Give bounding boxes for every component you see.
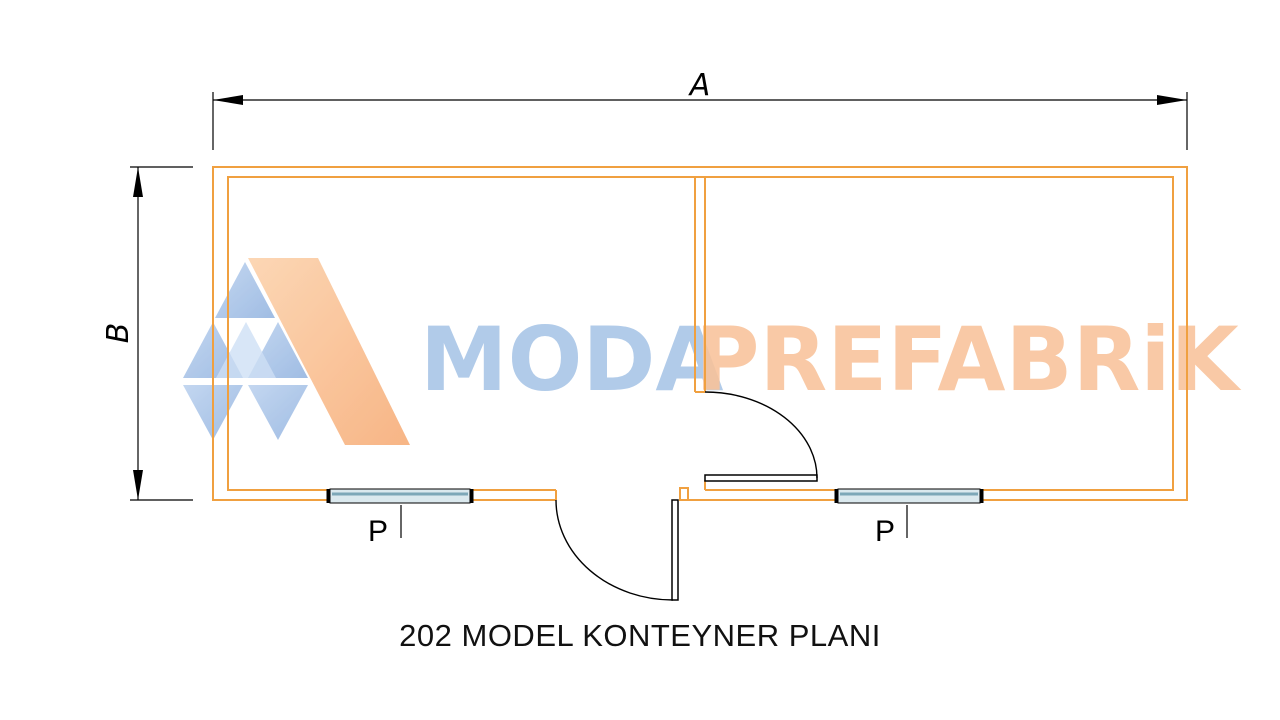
dimension-a-label: A [688,68,711,103]
room-label-right: P [875,515,895,548]
interior-door [704,391,818,482]
entrance-door [555,499,679,601]
watermark-logo-icon [183,258,410,445]
dimension-a [212,92,1188,150]
window-left [326,488,474,504]
container-walls [212,166,1188,501]
room-label-left: P [368,515,388,548]
window-right [834,488,984,504]
watermark-text-moda: MODA [420,308,724,411]
plan-caption: 202 MODEL KONTEYNER PLANI [399,618,881,653]
dimension-b [130,166,193,501]
dimension-b-label: B [101,323,136,344]
watermark: MODA PREFABRiK [183,258,1241,445]
inner-wall [227,176,1174,491]
outer-wall [212,166,1188,501]
watermark-text-prefabrik: PREFABRiK [695,308,1241,411]
